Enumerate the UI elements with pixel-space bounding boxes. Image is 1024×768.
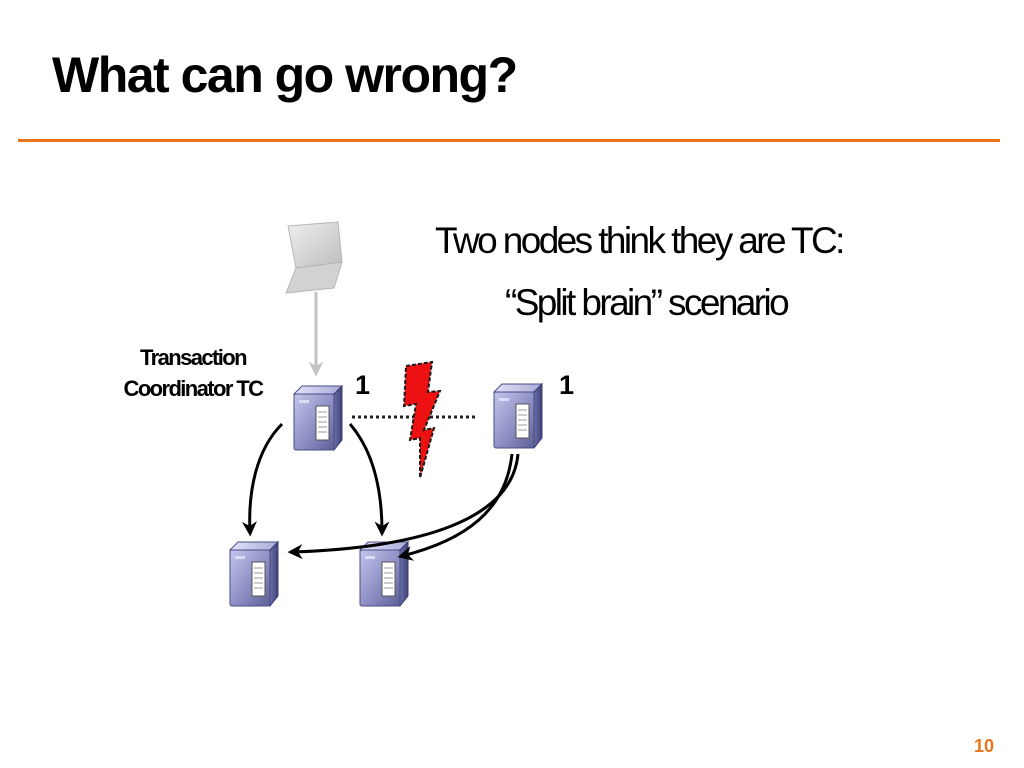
lightning-bolt-icon xyxy=(402,360,442,479)
tc-label-line1: Transaction xyxy=(140,345,247,370)
tc-right-to-participant-left-arrow xyxy=(287,453,520,560)
split-brain-heading: Two nodes think they are TC: xyxy=(435,220,845,261)
title-divider xyxy=(18,139,1000,142)
split-brain-subheading: “Split brain” scenario xyxy=(505,282,790,323)
server-icon-participant-right xyxy=(359,541,409,607)
page-number: 10 xyxy=(973,736,994,756)
server-icon-participant-left xyxy=(229,541,279,607)
tc-left-to-participant-left-arrow xyxy=(241,422,284,537)
tc-left-to-participant-right-arrow xyxy=(348,423,390,537)
right-tc-count: 1 xyxy=(559,370,575,400)
slide-title: What can go wrong? xyxy=(52,47,518,103)
server-icon-tc-left xyxy=(293,385,343,451)
tc-label: Transaction Coordinator TC xyxy=(108,342,278,404)
laptop-icon xyxy=(285,221,343,294)
tc-label-line2: Coordinator TC xyxy=(123,376,265,401)
left-tc-count: 1 xyxy=(355,370,371,400)
tc-right-to-participant-right-arrow xyxy=(397,453,514,561)
server-icon-tc-right xyxy=(493,383,543,449)
